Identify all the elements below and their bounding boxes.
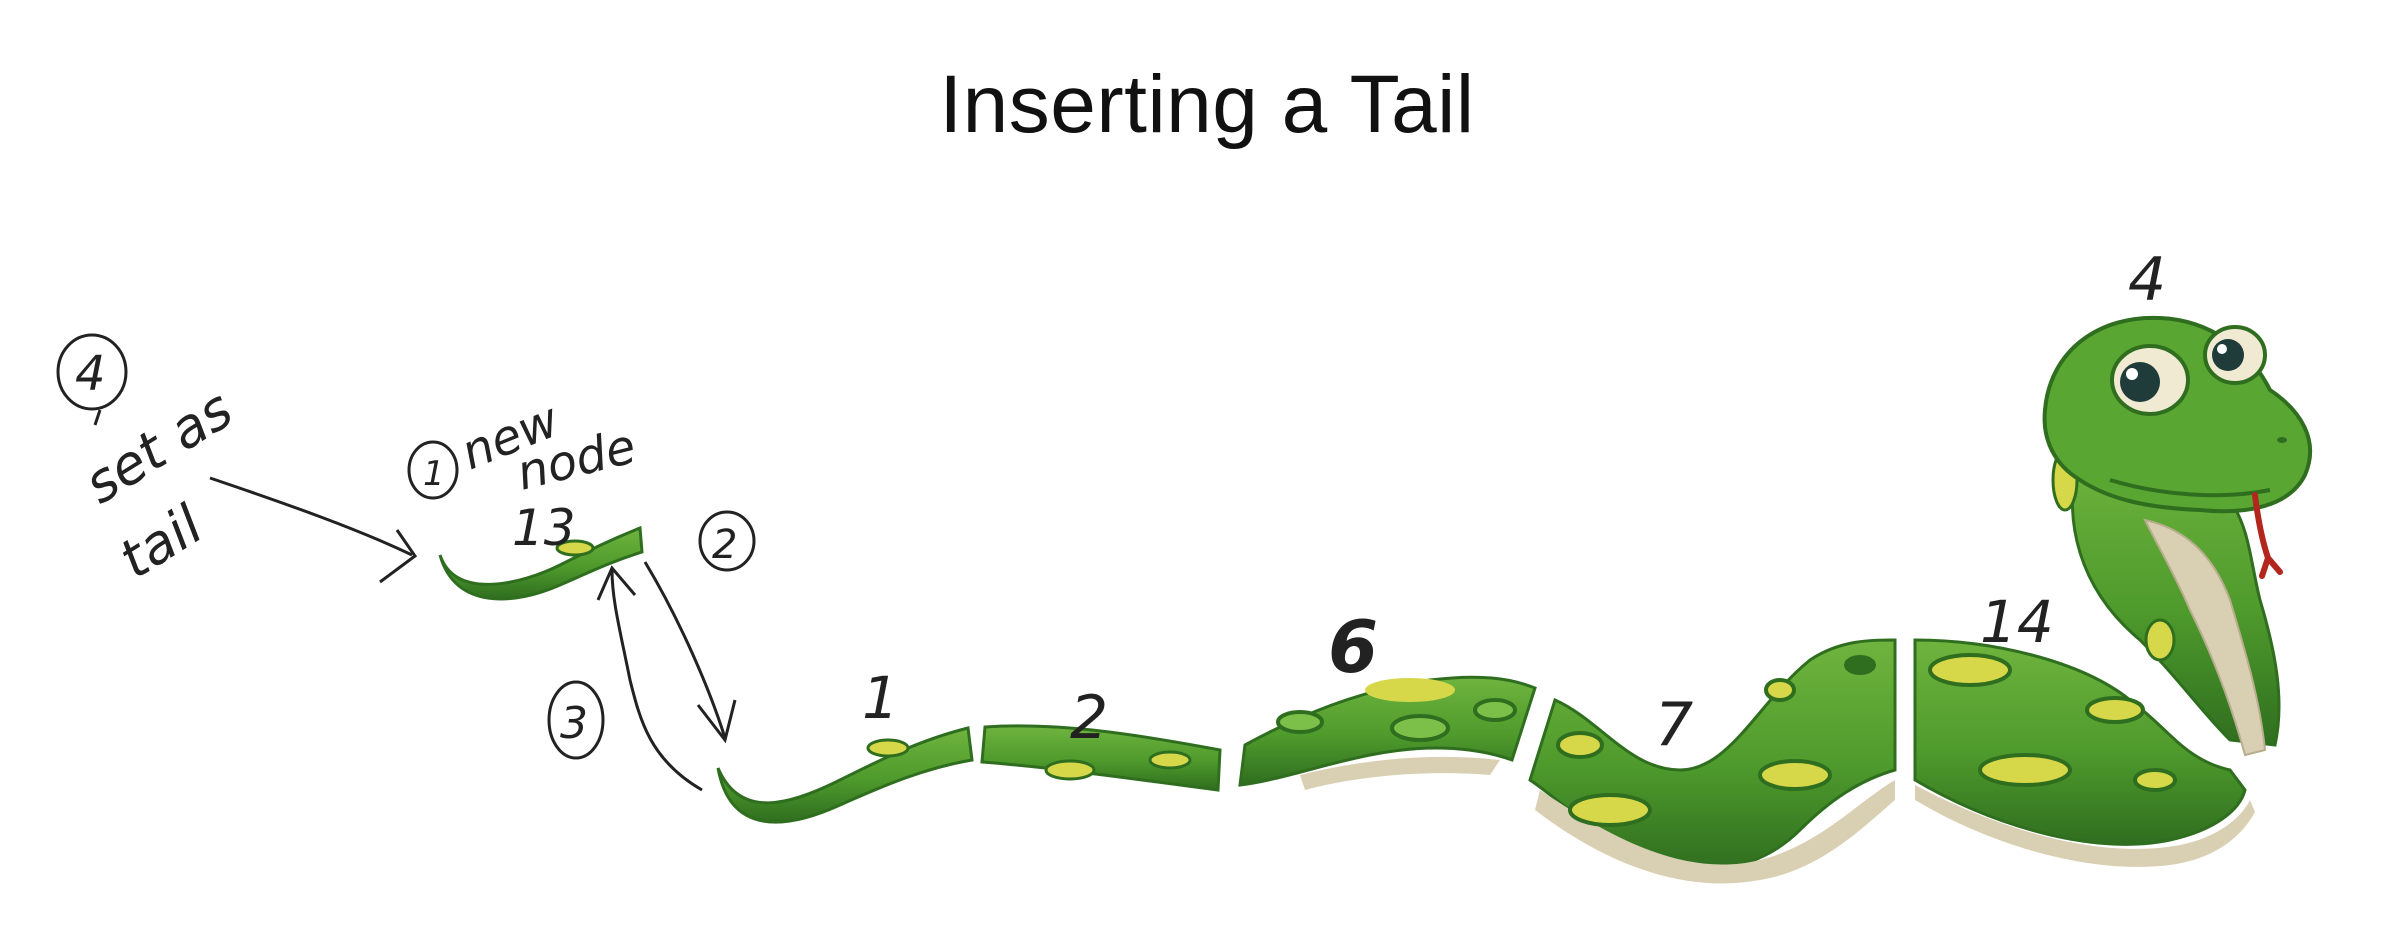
step-3-annotation: 3 bbox=[547, 565, 703, 792]
step-3-number: 3 bbox=[560, 698, 588, 749]
step-2-circle bbox=[698, 510, 756, 572]
list-node-7-value: 7 bbox=[1655, 690, 1693, 760]
list-node-7-segment bbox=[1528, 638, 1897, 884]
step-1-annotation: 1 new node bbox=[407, 392, 641, 502]
snake-tongue bbox=[2252, 492, 2283, 579]
step-3-arrow bbox=[610, 569, 703, 792]
list-node-6-value: 6 bbox=[1328, 605, 1378, 689]
list-node-4-value: 4 bbox=[2128, 245, 2166, 315]
step-2-number: 2 bbox=[712, 522, 737, 568]
step-4-annotation: 4 set as tail bbox=[56, 333, 418, 591]
snake-head-icon bbox=[2042, 315, 2312, 514]
new-node-value: 13 bbox=[512, 499, 576, 557]
new-node-segment bbox=[438, 525, 644, 601]
list-node-2-value: 2 bbox=[1070, 683, 1108, 753]
list-node-2-segment bbox=[980, 724, 1222, 792]
step-2-annotation: 2 bbox=[643, 510, 756, 744]
list-node-4-segment bbox=[2042, 315, 2312, 757]
list-node-14-value: 14 bbox=[1980, 588, 2054, 656]
list-node-6-segment bbox=[1238, 675, 1537, 790]
page-title: Inserting a Tail bbox=[939, 59, 1475, 150]
set-as-tail-arrow bbox=[209, 476, 413, 557]
step-1-circle bbox=[407, 440, 459, 500]
step-4-circle bbox=[56, 333, 128, 411]
tail-text: tail bbox=[109, 493, 214, 591]
list-node-1-value: 1 bbox=[862, 664, 899, 732]
step-4-number: 4 bbox=[75, 346, 106, 402]
step-3-circle bbox=[547, 680, 605, 760]
list-node-1-segment bbox=[716, 726, 974, 824]
step-2-arrow bbox=[643, 561, 727, 739]
list-node-14-segment bbox=[1913, 638, 2255, 867]
step-1-number: 1 bbox=[423, 454, 445, 494]
